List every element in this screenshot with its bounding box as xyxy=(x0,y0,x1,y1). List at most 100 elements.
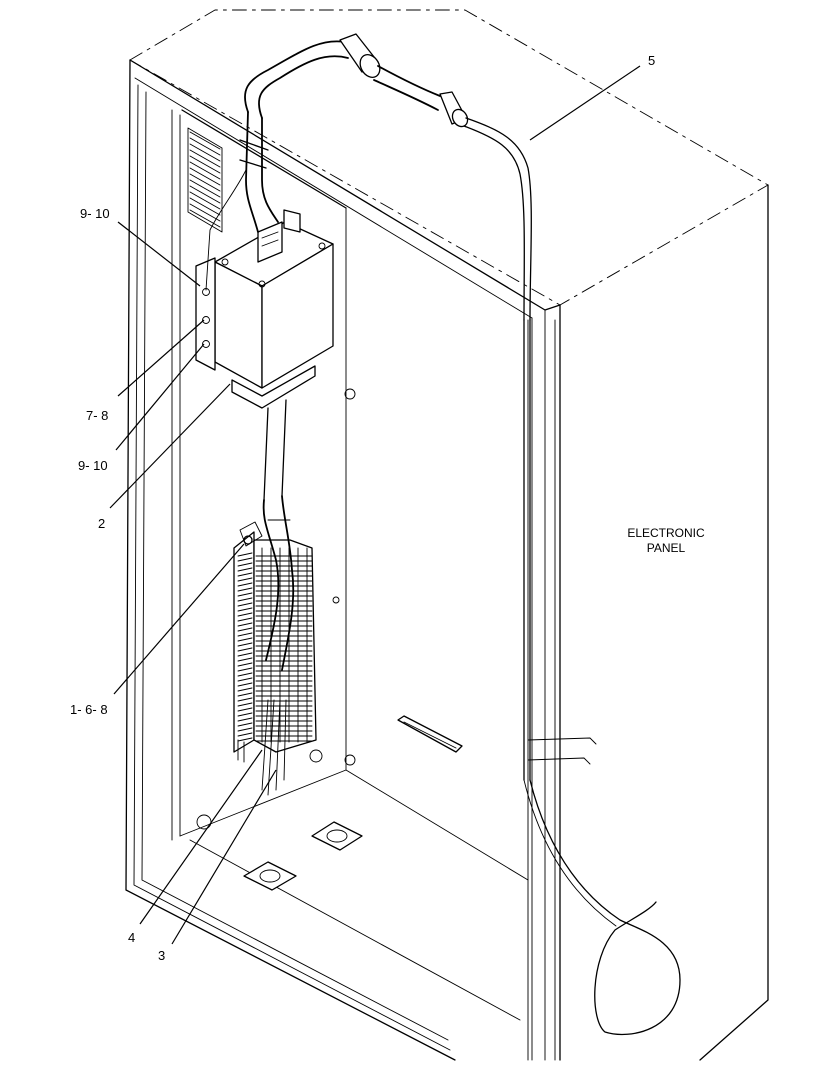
box-bolt-2 xyxy=(258,280,266,288)
terminal-row xyxy=(237,577,313,582)
floor-grommet-2 xyxy=(243,861,297,891)
leader-7-8 xyxy=(117,319,205,397)
grille-slat xyxy=(189,155,221,174)
wire-exit-2 xyxy=(267,699,275,796)
box-right-face xyxy=(261,243,334,389)
harness-wire-to-bracket xyxy=(205,169,247,291)
callout-labels: 5 9- 10 7- 8 9- 10 2 1- 6- 8 4 3 ELECTRO… xyxy=(70,53,705,963)
frame-hole-3 xyxy=(309,749,323,763)
harness-cable-right-2 xyxy=(463,125,525,321)
harness-down-1 xyxy=(245,111,259,233)
panel-label-line1: ELECTRONIC xyxy=(627,526,705,540)
terminal-row xyxy=(237,722,313,727)
cabinet-right-edge xyxy=(699,184,769,1061)
box-bolt-1 xyxy=(221,258,229,266)
terminal-row xyxy=(237,702,313,707)
box-mounting-bracket xyxy=(195,257,216,371)
terminal-row xyxy=(237,632,313,637)
harness-down-2 xyxy=(261,117,279,223)
harness-mid-bottom xyxy=(373,79,439,111)
terminal-row xyxy=(237,642,313,647)
vent-grille xyxy=(187,127,223,233)
cabinet-top-front-edge xyxy=(129,59,561,311)
frame-hole-2 xyxy=(344,754,356,766)
box-base-plate xyxy=(231,365,316,409)
box-connector-plug xyxy=(283,209,301,233)
frame-hole-4 xyxy=(332,596,340,604)
leader-5 xyxy=(529,65,641,141)
leader-1-6-8 xyxy=(113,543,245,695)
cabinet-left-inner-edge-1 xyxy=(133,84,451,1051)
terminal-row xyxy=(237,697,313,702)
harness-inner-left xyxy=(258,55,349,119)
callout-9-10-upper: 9- 10 xyxy=(80,206,110,221)
callout-3: 3 xyxy=(158,948,165,963)
terminal-row xyxy=(237,572,313,577)
terminal-row xyxy=(237,587,313,592)
wire-exit-4 xyxy=(283,699,287,781)
terminal-feet xyxy=(237,739,245,763)
floor-grommet-1 xyxy=(311,821,363,851)
terminal-row xyxy=(237,712,313,717)
harness-outer-left xyxy=(244,40,346,113)
terminal-row xyxy=(237,717,313,722)
frame-hole-1 xyxy=(344,388,356,400)
bracket-screw-3 xyxy=(202,340,210,348)
terminal-screw xyxy=(243,535,253,545)
terminal-row xyxy=(237,662,313,667)
terminal-row xyxy=(237,682,313,687)
cabinet-top-inner-edge xyxy=(134,77,533,319)
cabinet-left-inner-edge-2 xyxy=(141,91,449,1041)
slot-plate-detail xyxy=(403,721,457,749)
terminal-row xyxy=(237,607,313,612)
grille-slat xyxy=(189,143,221,162)
harness-cable-right-1 xyxy=(465,117,532,321)
terminal-row xyxy=(237,612,313,617)
harness-connector-a-cap xyxy=(359,54,381,78)
bracket-screw-2 xyxy=(202,316,210,324)
box-connector-detail xyxy=(261,231,279,247)
cabinet-body xyxy=(125,9,769,1061)
control-box xyxy=(195,209,334,409)
floor-grommet-1-hole xyxy=(326,829,348,843)
wire-loop-inner xyxy=(523,779,617,927)
terminal-row xyxy=(237,617,313,622)
terminal-row xyxy=(237,562,313,567)
terminal-row xyxy=(237,592,313,597)
terminal-block xyxy=(233,495,317,796)
grille-slat xyxy=(189,131,221,150)
slot-plate xyxy=(397,715,463,753)
grille-slat xyxy=(189,149,221,168)
callout-5: 5 xyxy=(648,53,655,68)
grille-slat xyxy=(189,197,221,216)
wire-exit-1 xyxy=(261,699,269,791)
grille-slat xyxy=(189,203,221,222)
terminal-row xyxy=(237,602,313,607)
frame-floor-back-edge xyxy=(345,769,529,881)
terminal-cable-right xyxy=(281,495,295,671)
terminal-row xyxy=(237,677,313,682)
harness-mid-top xyxy=(377,65,441,97)
grille-slat xyxy=(189,167,221,186)
grille-slat xyxy=(189,185,221,204)
terminal-row xyxy=(237,707,313,712)
terminal-row xyxy=(237,667,313,672)
floor-grommet-2-hole xyxy=(259,869,281,883)
wire-exit-3 xyxy=(275,699,281,791)
leader-9-10-lower xyxy=(115,343,205,451)
frame-floor-left-edge xyxy=(179,769,347,837)
misc-hardware xyxy=(196,319,681,1036)
terminal-row xyxy=(237,622,313,627)
leader-4 xyxy=(139,749,263,925)
terminal-row xyxy=(237,672,313,677)
cable-box-down-1 xyxy=(263,407,269,501)
grille-frame xyxy=(187,127,223,233)
grille-slat xyxy=(189,173,221,192)
grille-slat xyxy=(189,161,221,180)
terminal-row xyxy=(237,692,313,697)
callout-1-6-8: 1- 6- 8 xyxy=(70,702,108,717)
box-connector xyxy=(257,221,283,263)
terminal-row xyxy=(237,552,313,557)
harness-clamp-lines xyxy=(239,139,269,169)
